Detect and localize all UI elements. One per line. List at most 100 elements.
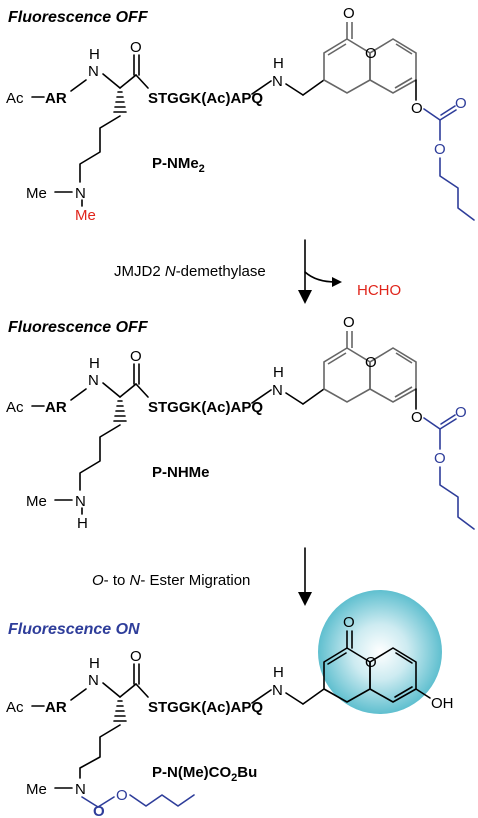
- panel-2-name: P-NHMe: [152, 464, 210, 481]
- panel-2-bond-pep-n: [251, 389, 272, 404]
- panel-2-peptide: STGGK(Ac)APQ: [148, 399, 263, 416]
- panel-2-coumarin: [323, 331, 417, 403]
- panel-3-bond-c-pep: [135, 683, 149, 698]
- panel-3-ac-label: Ac: [6, 699, 24, 716]
- panel-3-carbamate: [81, 796, 115, 808]
- panel-2-carbonate-dbl-b: [440, 414, 456, 425]
- panel-3-bond-ar-n: [70, 688, 87, 701]
- panel-3-carbamate-o: O: [93, 803, 105, 818]
- panel-3-bond-n-ch2: [285, 692, 304, 705]
- panel-2-carbonyl-o2: O: [455, 404, 467, 421]
- panel-1-carbonyl-o: O: [130, 39, 142, 56]
- panel-3-stereo-hash: [113, 700, 127, 722]
- panel-3-lactone-oxo: O: [343, 614, 355, 631]
- panel-1-bond-n-ch2: [285, 83, 304, 96]
- panel-1-coumarin: [323, 22, 417, 94]
- panel-1-side-sub: Me: [75, 207, 96, 224]
- panel-2-carbonate: [423, 417, 441, 450]
- panel-1-bond-c-pep: [135, 74, 149, 89]
- panel-3-nr-label: N: [272, 682, 283, 699]
- panel-3-side-me: Me: [26, 781, 47, 798]
- panel-1-side-n: N: [75, 185, 86, 202]
- panel-1-sidechain: [79, 115, 121, 183]
- panel-2-lactone-oxo: O: [343, 314, 355, 331]
- panel-2-carbonyl-o: O: [130, 348, 142, 365]
- panel-2-nr-label: N: [272, 382, 283, 399]
- panel-3-ar-label: AR: [45, 699, 67, 716]
- panel-1-bond-ch2-ring: [302, 79, 325, 96]
- step-2-label: O- to N- Ester Migration: [92, 572, 250, 589]
- panel-2-bond-n-ch2: [285, 392, 304, 405]
- arrow-1-head: [298, 290, 312, 304]
- panel-1-ar-label: AR: [45, 90, 67, 107]
- panel-1-header: Fluorescence OFF: [8, 9, 149, 26]
- panel-2-ester-o: O: [411, 409, 423, 426]
- panel-2-chain-o: O: [434, 450, 446, 467]
- panel-3-header: Fluorescence ON: [8, 621, 140, 638]
- panel-1-bond-pep-n: [251, 80, 272, 95]
- panel-2-bond-c-pep: [135, 383, 149, 398]
- panel-3-nr-h: H: [273, 664, 284, 681]
- panel-2-ar-label: AR: [45, 399, 67, 416]
- panel-1-carbonate-dbl-a: [439, 109, 457, 121]
- panel-3-oh: OH: [431, 695, 454, 712]
- arrow-1-curl-head: [332, 277, 342, 287]
- panel-2: Fluorescence OFF Ac AR N H O STGGK(Ac)AP…: [6, 314, 475, 532]
- panel-2-n-label: N: [88, 372, 99, 389]
- fluorescence-glow: [318, 590, 442, 714]
- arrow-1-curl: [304, 271, 337, 283]
- panel-3-sidechain: [79, 724, 121, 779]
- panel-2-sidechain: [79, 424, 121, 491]
- panel-1-stereo-hash: [113, 91, 127, 113]
- step-1-label: JMJD2 N-demethylase: [114, 263, 266, 280]
- panel-2-bond-n-ca: [102, 382, 121, 398]
- panel-1-n-label: N: [88, 63, 99, 80]
- panel-1-bond-n-ca: [102, 73, 121, 89]
- panel-1-lactone-oxo: O: [343, 5, 355, 22]
- arrow-2: O- to N- Ester Migration: [92, 547, 312, 606]
- panel-3-name: P-N(Me)CO2Bu: [152, 764, 257, 784]
- panel-3-h-label: H: [89, 655, 100, 672]
- panel-3-bond-ca-c: [119, 683, 137, 698]
- arrow-2-head: [298, 592, 312, 606]
- step-1-byproduct: HCHO: [357, 282, 401, 299]
- panel-2-ring-o: O: [365, 354, 377, 371]
- panel-1-side-me: Me: [26, 185, 47, 202]
- panel-3-bond-ch2-ring: [302, 688, 325, 705]
- panel-3-bond-ring-oh: [415, 688, 431, 699]
- panel-1-ring-o: O: [365, 45, 377, 62]
- panel-3-coumarin: [323, 630, 417, 703]
- panel-1-bond-ar-n: [70, 79, 87, 92]
- panel-1-nr-h: H: [273, 55, 284, 72]
- panel-3-carbonyl-o: O: [130, 648, 142, 665]
- panel-1-nr-label: N: [272, 73, 283, 90]
- panel-3-bond-n-ca: [102, 682, 121, 698]
- panel-2-ac-label: Ac: [6, 399, 24, 416]
- panel-2-side-me: Me: [26, 493, 47, 510]
- panel-1-carbonate-dbl-b: [440, 105, 456, 116]
- panel-3: Fluorescence ON Ac AR N H O STGGK(Ac)APQ…: [6, 590, 454, 818]
- panel-3-n-label: N: [88, 672, 99, 689]
- panel-1-carbonate: [423, 108, 441, 141]
- panel-2-butyl: [439, 466, 475, 530]
- panel-1-carbonyl-o2: O: [455, 95, 467, 112]
- panel-2-nr-h: H: [273, 364, 284, 381]
- panel-1-bond-ca-c: [119, 74, 137, 89]
- panel-2-carbonate-dbl-a: [439, 418, 457, 430]
- panel-3-bond-pep-n: [251, 689, 272, 704]
- panel-2-side-sub: H: [77, 515, 88, 532]
- panel-3-ring-o: O: [365, 654, 377, 671]
- panel-1-h-label: H: [89, 46, 100, 63]
- panel-2-side-n: N: [75, 493, 86, 510]
- panel-3-side-n: N: [75, 781, 86, 798]
- panel-1-chain-o: O: [434, 141, 446, 158]
- panel-1-name: P-NMe2: [152, 155, 205, 175]
- panel-1: Fluorescence OFF Ac AR N H O STGGK(Ac)AP…: [6, 5, 475, 224]
- panel-1-butyl: [439, 157, 475, 221]
- panel-2-bond-ch2-ring: [302, 388, 325, 405]
- panel-2-bond-ar-n: [70, 388, 87, 401]
- panel-3-carbamate-chain-o: O: [116, 787, 128, 804]
- arrow-1: JMJD2 N-demethylase HCHO: [114, 239, 401, 304]
